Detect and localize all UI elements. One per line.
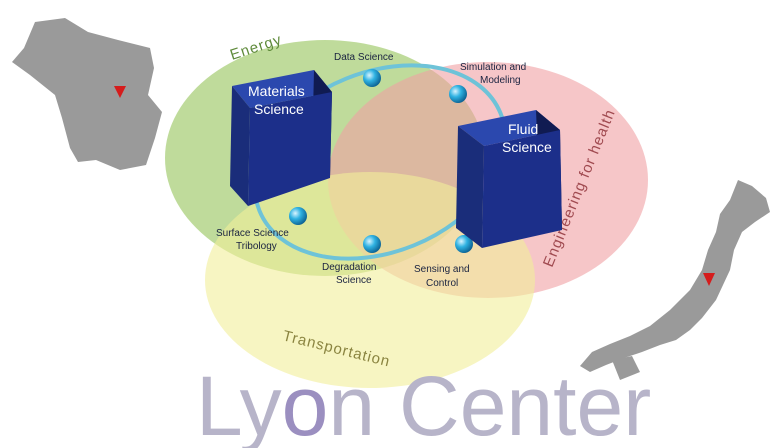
lyon-center-title: Lyon Center xyxy=(196,359,651,448)
title-center: Center xyxy=(399,359,651,448)
simulation-label-line1: Simulation and xyxy=(460,62,526,73)
degradation-node xyxy=(363,235,381,253)
surface-label-line2: Tribology xyxy=(236,241,277,252)
france-location-marker xyxy=(114,86,126,98)
france-map xyxy=(12,18,162,170)
simulation-node xyxy=(449,85,467,103)
sensing-node xyxy=(455,235,473,253)
title-o: o xyxy=(282,359,329,448)
fluid-science-cube: Fluid Science xyxy=(456,110,562,248)
surface-science-node xyxy=(289,207,307,225)
data-science-label: Data Science xyxy=(334,52,394,63)
degradation-label-line2: Science xyxy=(336,275,372,286)
sensing-label-line2: Control xyxy=(426,278,458,289)
title-n: n xyxy=(328,359,375,448)
materials-label-line2: Science xyxy=(254,101,304,117)
sensing-label-line1: Sensing and xyxy=(414,264,470,275)
japan-map xyxy=(580,180,770,380)
connector-ring xyxy=(252,63,508,261)
materials-label-line1: Materials xyxy=(248,83,305,99)
fluid-label-line2: Science xyxy=(502,139,552,155)
fluid-label-line1: Fluid xyxy=(508,121,538,137)
data-science-node xyxy=(363,69,381,87)
title-ly: Ly xyxy=(196,359,282,448)
simulation-label-line2: Modeling xyxy=(480,75,521,86)
materials-science-cube: Materials Science xyxy=(230,70,332,206)
degradation-label-line1: Degradation xyxy=(322,262,376,273)
japan-location-marker xyxy=(703,273,715,286)
surface-label-line1: Surface Science xyxy=(216,228,289,239)
